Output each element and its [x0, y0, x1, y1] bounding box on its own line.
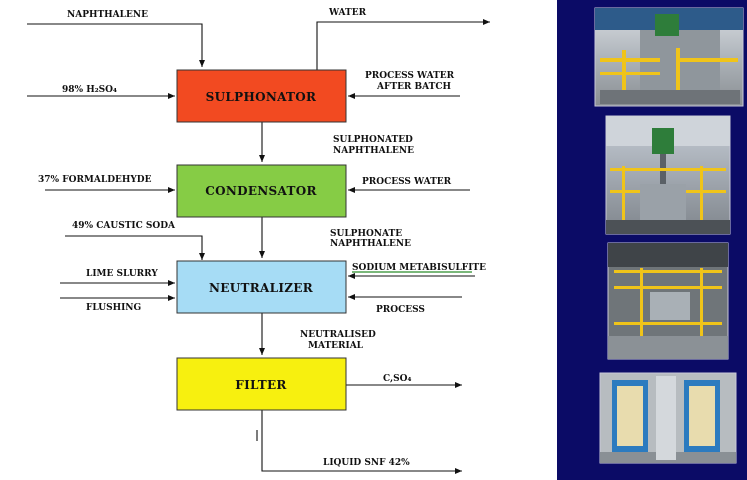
liquid-snf-label: LIQUID SNF 42% — [323, 458, 410, 468]
sodium-metabisulfite-label: SODIUM METABISULFITE — [352, 263, 486, 273]
condensator-label: CONDENSATOR — [205, 184, 317, 198]
neutralised-material-label-1: NEUTRALISED — [300, 330, 376, 340]
sulphonator-box: SULPHONATOR — [176, 69, 347, 123]
plant-photo-3 — [607, 242, 729, 360]
process-water-after-batch-label-1: PROCESS WATER — [365, 71, 455, 81]
plant-photo-2 — [605, 115, 731, 235]
sulphonated-naphthalene-label-2: NAPHTHALENE — [333, 146, 414, 156]
flow-labels: NAPHTHALENE WATER 98% H₂SO₄ PROCESS WATE… — [38, 8, 486, 468]
caustic-soda-label: 49% CAUSTIC SODA — [72, 221, 176, 231]
condensator-box: CONDENSATOR — [176, 164, 347, 218]
process-water-label: PROCESS WATER — [362, 177, 452, 187]
plant-photo-1 — [594, 7, 744, 107]
process-label: PROCESS — [376, 305, 425, 315]
sulphonator-label: SULPHONATOR — [206, 90, 317, 104]
h2so4-label: 98% H₂SO₄ — [62, 85, 117, 95]
lime-slurry-label: LIME SLURRY — [86, 269, 158, 279]
neutralizer-box: NEUTRALIZER — [176, 260, 347, 314]
sulphonate-naphthalene-label-2: NAPHTHALENE — [330, 239, 411, 249]
flow-lines — [27, 19, 490, 474]
flushing-label: FLUSHING — [86, 303, 141, 313]
filter-label: FILTER — [235, 378, 287, 392]
process-water-after-batch-label-2: AFTER BATCH — [376, 82, 452, 92]
formaldehyde-label: 37% FORMALDEHYDE — [38, 175, 152, 185]
neutralised-material-label-2: MATERIAL — [308, 341, 364, 351]
sulphonate-naphthalene-label-1: SULPHONATE — [330, 229, 402, 239]
caso4-label: C,SO₄ — [383, 374, 411, 384]
naphthalene-label: NAPHTHALENE — [67, 10, 148, 20]
plant-photos-panel — [557, 0, 747, 480]
water-label: WATER — [328, 8, 367, 18]
plant-photo-4 — [599, 372, 737, 464]
sulphonated-naphthalene-label-1: SULPHONATED — [333, 135, 413, 145]
filter-box: FILTER — [176, 357, 347, 411]
neutralizer-label: NEUTRALIZER — [209, 281, 314, 295]
